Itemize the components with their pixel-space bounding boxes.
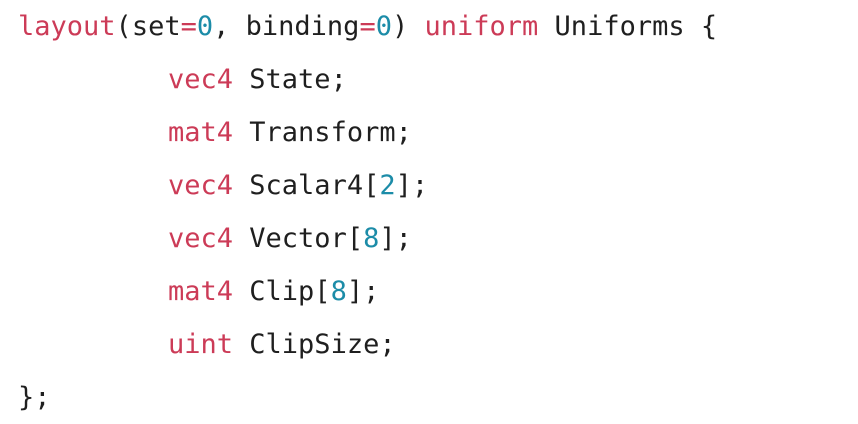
code-line-member: mat4 Transform;: [18, 106, 848, 159]
member-name: ClipSize;: [233, 329, 396, 360]
code-line-member: mat4 Clip[8];: [18, 265, 848, 318]
open-paren: (: [115, 11, 132, 42]
array-size: 8: [363, 223, 380, 254]
code-block: layout(set=0, binding=0) uniform Uniform…: [18, 0, 848, 424]
member-type: vec4: [168, 170, 234, 201]
closing-brace: };: [18, 382, 51, 413]
set-qualifier: set: [131, 11, 181, 42]
member-type: mat4: [168, 276, 234, 307]
member-tail: ];: [346, 276, 380, 307]
code-line-member: uint ClipSize;: [18, 318, 848, 371]
code-line-member: vec4 Vector[8];: [18, 212, 848, 265]
equals-sign: =: [180, 11, 197, 42]
set-value: 0: [196, 11, 214, 42]
equals-sign: =: [359, 11, 376, 42]
member-tail: ];: [395, 170, 429, 201]
block-name: Uniforms {: [538, 11, 718, 42]
binding-value: 0: [375, 11, 392, 42]
member-type: mat4: [168, 117, 234, 148]
binding-qualifier: binding: [245, 11, 360, 42]
member-name: Scalar4[: [233, 170, 380, 201]
member-type: vec4: [168, 64, 234, 95]
keyword-uniform: uniform: [424, 11, 539, 42]
keyword-layout: layout: [18, 11, 116, 42]
comma: ,: [213, 11, 246, 42]
array-size: 8: [330, 276, 347, 307]
close-paren: ): [391, 11, 409, 42]
code-line-layout-declaration: layout(set=0, binding=0) uniform Uniform…: [18, 0, 848, 53]
member-type: uint: [168, 329, 234, 360]
space: [408, 11, 424, 42]
array-size: 2: [379, 170, 396, 201]
member-name: State;: [233, 64, 347, 95]
member-name: Transform;: [233, 117, 412, 148]
member-type: vec4: [168, 223, 234, 254]
member-name: Vector[: [233, 223, 364, 254]
member-name: Clip[: [233, 276, 331, 307]
code-line-member: vec4 State;: [18, 53, 848, 106]
code-line-closing: };: [18, 371, 848, 424]
member-tail: ];: [379, 223, 412, 254]
code-line-member: vec4 Scalar4[2];: [18, 159, 848, 212]
